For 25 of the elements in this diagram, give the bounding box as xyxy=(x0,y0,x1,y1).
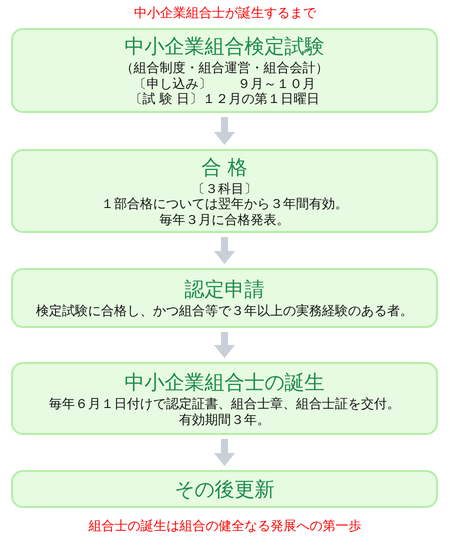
caption: 組合士の誕生は組合の健全なる発展への第一歩 xyxy=(88,519,362,535)
step-text: 毎年６月１日付けで認定証書、組合士章、組合士証を交付。 xyxy=(49,397,400,412)
process-box xyxy=(11,28,438,113)
process-box xyxy=(11,470,438,508)
step-text: 検定試験に合格し、かつ組合等で３年以上の実務経験のある者。 xyxy=(36,304,413,320)
step-text: 〔申し込み〕 ９月～１０月 xyxy=(134,76,316,92)
step-text: １部合格については翌年から３年間有効。 xyxy=(101,197,348,213)
arrow xyxy=(214,439,235,466)
step-text: 〔試 験 日〕１２月の第１日曜日 xyxy=(129,92,320,108)
process-box xyxy=(11,362,438,435)
diagram-title: 中小企業組合士が誕生するまで xyxy=(134,6,316,22)
step-text: 毎年３月に合格発表。 xyxy=(160,212,290,228)
arrow xyxy=(214,237,235,264)
process-box xyxy=(11,268,438,328)
step-text: 有効期間３年。 xyxy=(179,412,270,428)
step-heading: 認定申請 xyxy=(184,276,264,302)
arrow xyxy=(214,117,235,145)
process-box xyxy=(11,149,438,233)
step-heading: 中小企業組合検定試験 xyxy=(124,33,324,60)
arrow xyxy=(214,332,235,358)
step-heading: 合 格 xyxy=(201,154,248,180)
step-text: 〔３科目〕 xyxy=(192,182,257,198)
step-heading: その後更新 xyxy=(174,476,274,502)
step-text: （組合制度・組合運営・組合会計） xyxy=(120,61,328,77)
step-heading: 中小企業組合士の誕生 xyxy=(124,369,324,395)
